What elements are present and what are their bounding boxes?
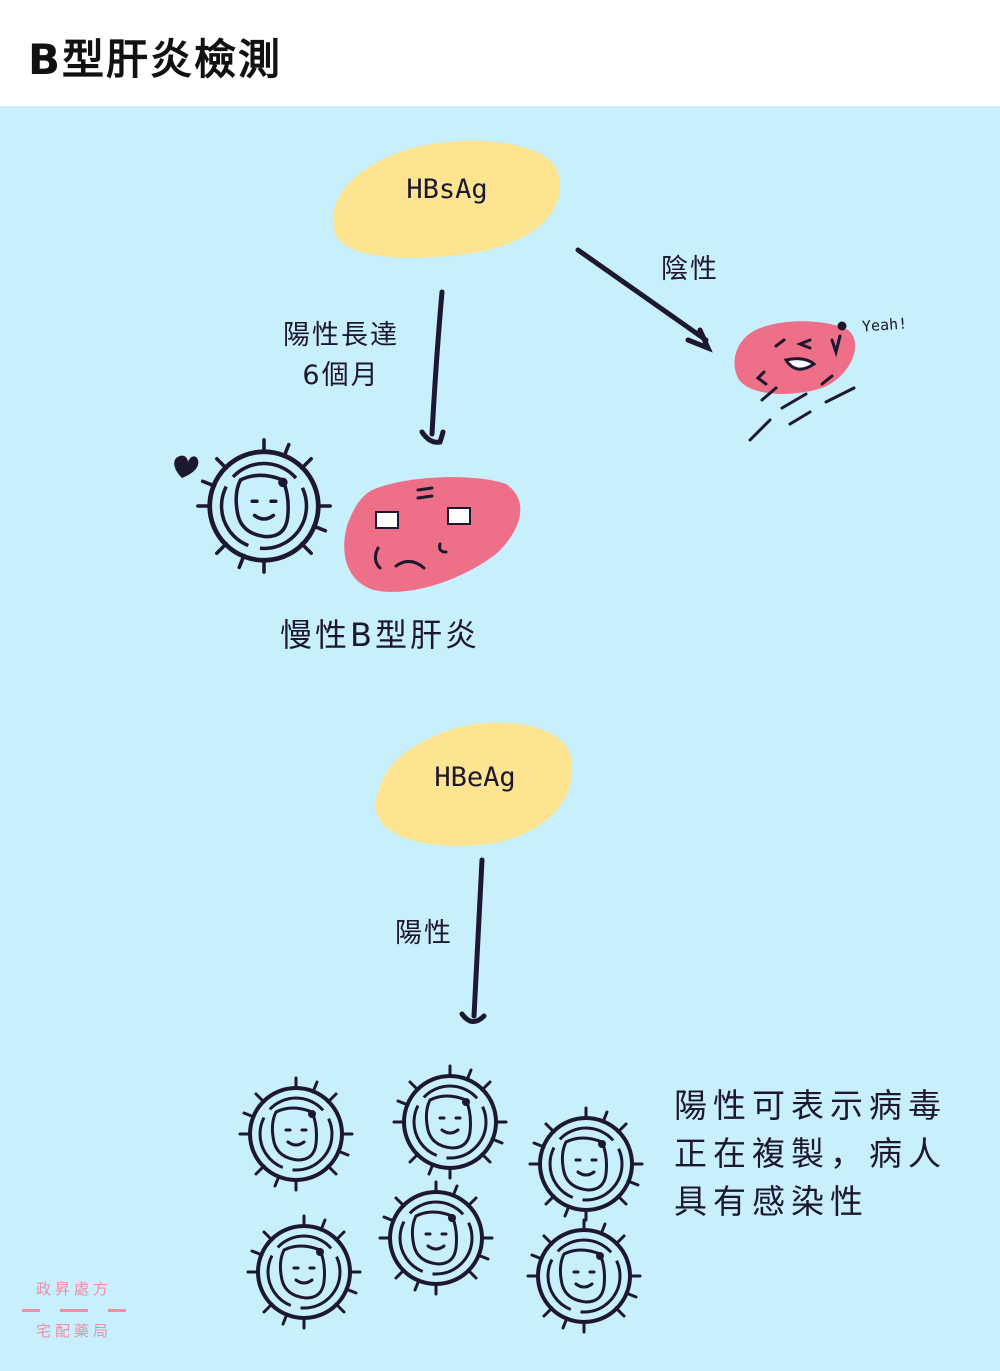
hbsag-label: HBsAg — [406, 174, 488, 205]
header: B型肝炎檢測 — [0, 0, 1000, 106]
arrow-hbsag-positive — [419, 289, 446, 445]
positive-six-months-line1: 陽性長達 — [283, 320, 399, 351]
page-title: B型肝炎檢測 — [28, 35, 283, 84]
sad-liver-icon — [344, 477, 521, 592]
virus-icon — [246, 1214, 362, 1330]
virus-cluster — [238, 1064, 644, 1334]
yeah-label: Yeah! — [861, 314, 908, 336]
virus-kissing-icon — [198, 440, 330, 572]
infectious-info-text: 陽性可表示病毒正在複製，病人具有感染性 — [674, 1086, 947, 1221]
brand-divider — [22, 1300, 126, 1320]
virus-icon — [378, 1180, 494, 1296]
virus-icon — [526, 1218, 642, 1334]
happy-liver-icon — [734, 321, 856, 442]
positive-six-months-line2: 6個月 — [302, 360, 380, 391]
chronic-hepatitis-b-label: 慢性B型肝炎 — [280, 616, 480, 654]
brand-line-1: 政昇處方 — [35, 1280, 112, 1298]
positive-label: 陽性 — [395, 918, 453, 949]
brand-line-2: 宅配藥局 — [35, 1322, 112, 1340]
virus-icon — [238, 1076, 354, 1192]
arrow-hbsag-negative — [575, 247, 713, 353]
heart-icon — [174, 455, 199, 478]
brand-logo: 政昇處方 宅配藥局 — [22, 1278, 126, 1342]
hbeag-blob — [375, 722, 573, 846]
positive-six-months-label: 陽性長達 6個月 — [266, 316, 416, 396]
arrow-hbeag-positive — [459, 857, 487, 1024]
hbeag-label: HBeAg — [434, 762, 516, 793]
virus-icon — [528, 1106, 644, 1222]
hbsag-blob — [333, 140, 561, 258]
virus-icon — [392, 1064, 508, 1180]
negative-label: 陰性 — [661, 254, 719, 285]
